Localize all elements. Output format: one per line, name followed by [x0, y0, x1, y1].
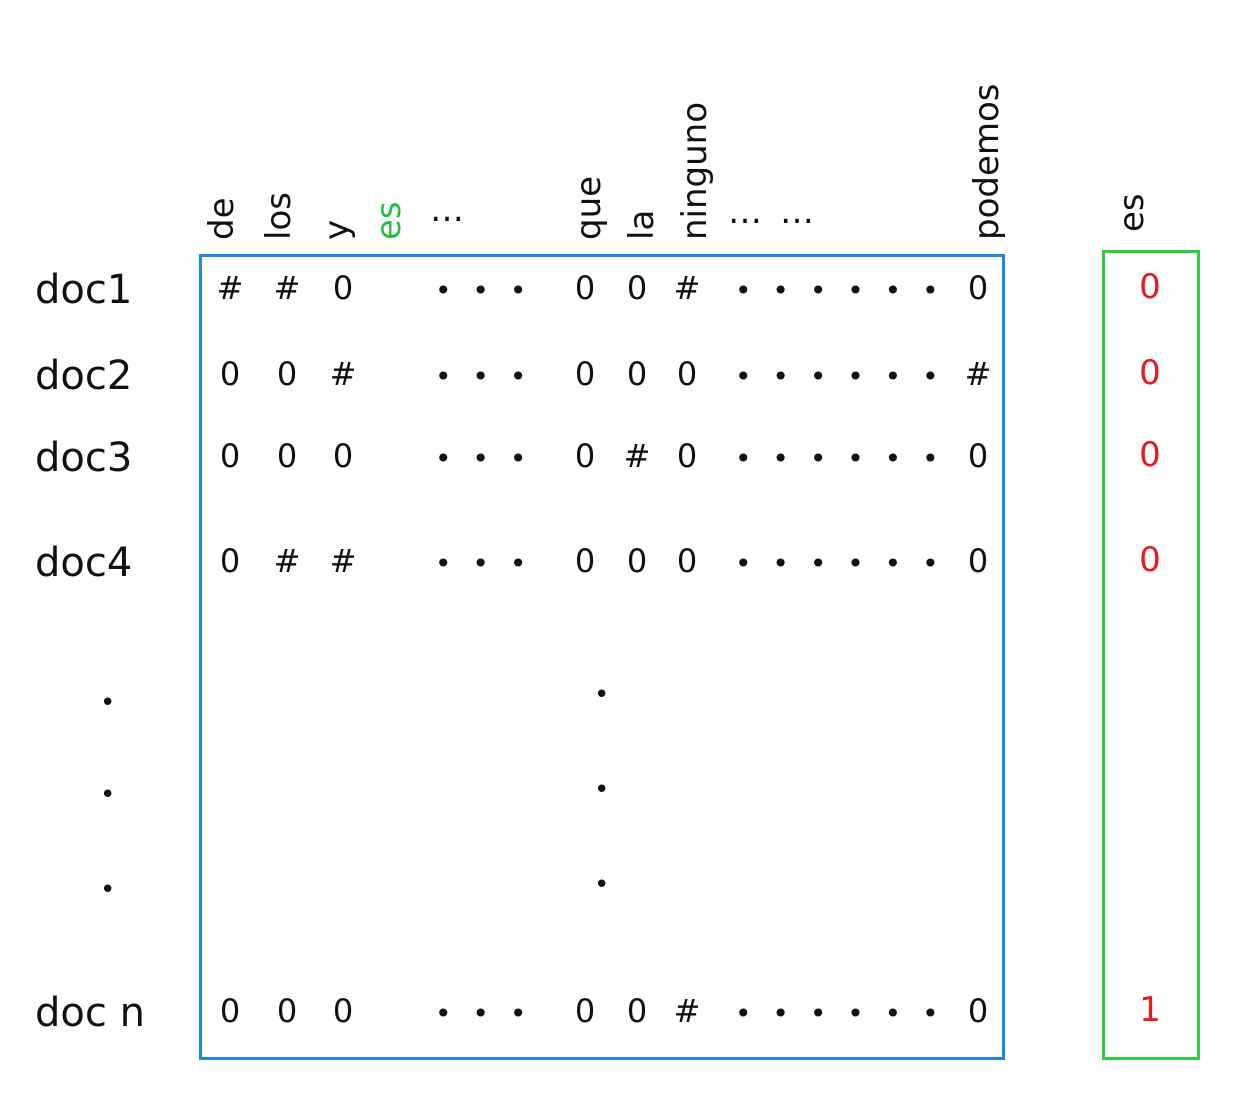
row-label: doc2	[35, 353, 133, 399]
matrix-cell: 0	[574, 269, 596, 307]
row-ellipsis: • • • • • •	[735, 360, 945, 393]
column-header-que: que	[569, 175, 609, 240]
matrix-cell: 0	[574, 437, 596, 475]
row-ellipsis: • • • • • •	[735, 547, 945, 580]
label-column-header: es	[1112, 193, 1152, 232]
row-label: doc3	[35, 435, 133, 481]
label-value: 0	[1139, 540, 1161, 580]
label-value: 0	[1139, 353, 1161, 393]
vertical-ellipsis: •	[100, 780, 116, 810]
matrix-cell: 0	[276, 437, 298, 475]
label-vector	[1102, 250, 1200, 1060]
matrix-cell: 0	[967, 437, 989, 475]
column-header-ninguno: ninguno	[675, 101, 715, 240]
column-header-y: y	[317, 219, 357, 240]
matrix-cell: #	[216, 269, 244, 307]
matrix-cell: #	[273, 542, 301, 580]
document-term-matrix	[199, 254, 1005, 1060]
column-header-es: es	[369, 201, 409, 240]
matrix-cell: 0	[574, 355, 596, 393]
vertical-ellipsis: •	[594, 870, 610, 900]
row-ellipsis: • • •	[435, 997, 533, 1030]
matrix-cell: 0	[276, 355, 298, 393]
matrix-cell: 0	[626, 992, 648, 1030]
label-value: 0	[1139, 267, 1161, 307]
matrix-cell: 0	[332, 992, 354, 1030]
matrix-cell: 0	[574, 542, 596, 580]
column-header-ellipsis: …	[430, 190, 474, 230]
matrix-cell: 0	[967, 992, 989, 1030]
matrix-cell: #	[623, 437, 651, 475]
matrix-cell: 0	[626, 355, 648, 393]
row-ellipsis: • • • • • •	[735, 274, 945, 307]
matrix-cell: 0	[967, 542, 989, 580]
column-header-los: los	[259, 192, 299, 240]
matrix-cell: 0	[219, 542, 241, 580]
vertical-ellipsis: •	[100, 688, 116, 718]
row-ellipsis: • • •	[435, 274, 533, 307]
matrix-cell: 0	[219, 437, 241, 475]
row-label: doc4	[35, 540, 133, 586]
matrix-cell: 0	[676, 437, 698, 475]
row-label: doc1	[35, 267, 133, 313]
matrix-cell: 0	[967, 269, 989, 307]
matrix-cell: 0	[219, 992, 241, 1030]
matrix-cell: #	[329, 542, 357, 580]
column-header-ellipsis-2: ……	[728, 192, 832, 232]
column-header-la: la	[622, 209, 662, 240]
label-value: 0	[1139, 435, 1161, 475]
matrix-cell: 0	[676, 542, 698, 580]
row-ellipsis: • • •	[435, 360, 533, 393]
column-header-de: de	[202, 197, 242, 241]
matrix-cell: 0	[676, 355, 698, 393]
matrix-cell: 0	[276, 992, 298, 1030]
matrix-cell: #	[273, 269, 301, 307]
row-ellipsis: • • • • • •	[735, 997, 945, 1030]
matrix-cell: 0	[626, 269, 648, 307]
matrix-cell: #	[964, 355, 992, 393]
vertical-ellipsis: •	[594, 680, 610, 710]
matrix-cell: 0	[574, 992, 596, 1030]
row-label: doc n	[35, 990, 145, 1036]
matrix-cell: 0	[332, 437, 354, 475]
row-ellipsis: • • •	[435, 547, 533, 580]
column-header-podemos: podemos	[967, 83, 1007, 240]
vertical-ellipsis: •	[100, 875, 116, 905]
matrix-cell: #	[673, 269, 701, 307]
matrix-cell: 0	[626, 542, 648, 580]
row-ellipsis: • • •	[435, 442, 533, 475]
matrix-cell: 0	[219, 355, 241, 393]
vertical-ellipsis: •	[594, 775, 610, 805]
row-ellipsis: • • • • • •	[735, 442, 945, 475]
matrix-cell: #	[673, 992, 701, 1030]
matrix-cell: #	[329, 355, 357, 393]
matrix-cell: 0	[332, 269, 354, 307]
label-value: 1	[1139, 990, 1161, 1030]
